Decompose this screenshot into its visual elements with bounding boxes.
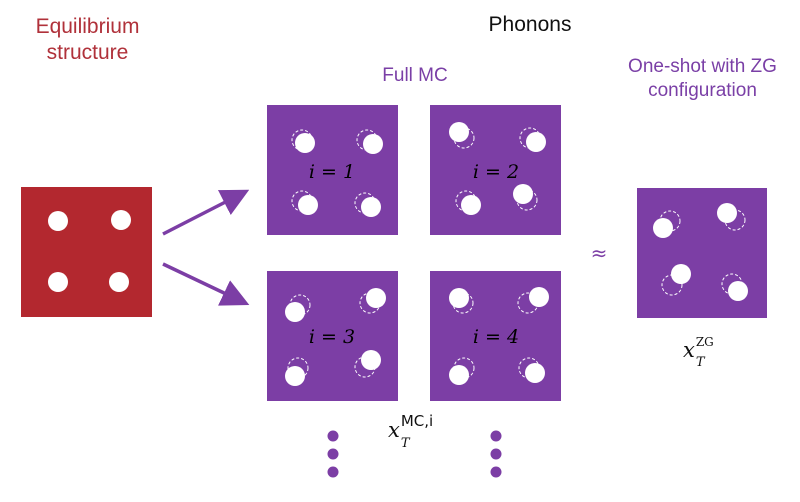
- atom: [361, 350, 381, 370]
- equilibrium-title-line1: Equilibrium: [35, 15, 140, 38]
- mc-symbol-sup: MC,i: [400, 412, 434, 430]
- oneshot-title: One-shot with ZG configuration: [610, 55, 795, 103]
- atom: [526, 132, 546, 152]
- atom: [449, 122, 469, 142]
- ellipsis-right: [490, 430, 502, 478]
- atom: [653, 218, 673, 238]
- atom: [671, 264, 691, 284]
- atom: [366, 288, 386, 308]
- panel-label: i = 4: [473, 326, 519, 348]
- zg-panel: [637, 188, 767, 318]
- panel-label: i = 2: [473, 161, 519, 183]
- mc-panel-3: i = 3: [267, 271, 398, 401]
- atom: [111, 210, 131, 230]
- equilibrium-title-line2: structure: [46, 41, 129, 64]
- zg-symbol-sup: ZG: [695, 335, 714, 349]
- atom: [109, 272, 129, 292]
- atom: [361, 197, 381, 217]
- atom: [48, 211, 68, 231]
- mc-panel-2: i = 2: [430, 105, 561, 235]
- atom: [461, 195, 481, 215]
- atom: [48, 272, 68, 292]
- equilibrium-title: Equilibrium structure: [15, 14, 160, 66]
- phonons-title: Phonons: [488, 13, 572, 36]
- atom: [449, 288, 469, 308]
- panel-label: i = 1: [309, 161, 355, 183]
- atom: [525, 363, 545, 383]
- mc-symbol-sub: T: [400, 436, 410, 451]
- ellipsis-left: [327, 430, 339, 478]
- mc-symbol-base: x: [388, 418, 400, 442]
- equilibrium-box: [21, 187, 152, 317]
- panel-label: i = 3: [309, 326, 355, 348]
- full-mc-title: Full MC: [382, 65, 448, 86]
- atom: [449, 365, 469, 385]
- arrow-down: [162, 262, 250, 306]
- atom: [295, 133, 315, 153]
- atom: [717, 203, 737, 223]
- atom: [363, 134, 383, 154]
- atom: [529, 287, 549, 307]
- atom: [728, 281, 748, 301]
- atom: [285, 302, 305, 322]
- zg-symbol-sub: T: [695, 355, 705, 370]
- atom: [513, 184, 533, 204]
- zg-symbol-base: x: [683, 338, 695, 362]
- approx-symbol: ≈: [591, 241, 608, 265]
- arrow-up: [162, 189, 250, 236]
- mc-panel-1: i = 1: [267, 105, 398, 235]
- atom: [285, 366, 305, 386]
- oneshot-title-line1: One-shot with ZG: [628, 56, 777, 77]
- mc-panel-4: i = 4: [430, 271, 561, 401]
- atom: [298, 195, 318, 215]
- oneshot-title-line2: configuration: [648, 80, 757, 101]
